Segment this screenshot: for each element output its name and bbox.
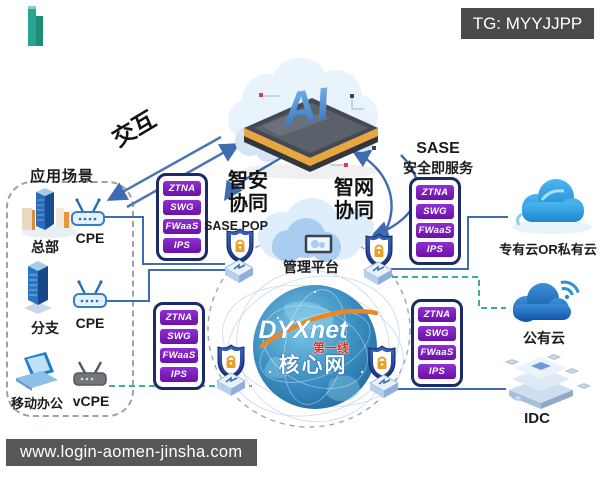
pill-fwaas: FWaaS	[418, 345, 456, 360]
sase-pop-label: SASE POP	[204, 219, 268, 233]
pill-ztna: ZTNA	[160, 310, 198, 325]
management-platform-label: 管理平台	[283, 259, 339, 275]
pill-swg: SWG	[160, 329, 198, 344]
sase-service-line1: SASE	[416, 140, 460, 157]
smart-network-collab-label: 智网 协同	[334, 177, 374, 222]
brand-sub: 第一线	[313, 340, 349, 355]
branch-label: 分支	[31, 320, 59, 336]
pill-ips: IPS	[418, 364, 456, 379]
corner-building-icon	[28, 6, 43, 46]
pill-ips: IPS	[160, 367, 198, 382]
sase-service-line2: 安全即服务	[403, 160, 473, 176]
shield-lock-icon	[226, 228, 254, 264]
laptop-icon	[16, 352, 58, 391]
brand-swoosh	[259, 308, 379, 349]
tg-watermark-badge: TG: MYYJJPP	[461, 8, 594, 39]
blue-links	[105, 216, 508, 390]
sase-stack-pop: ZTNA SWG FWaaS IPS	[156, 173, 208, 261]
pill-ips: IPS	[416, 242, 454, 257]
idc-icon	[505, 354, 591, 409]
sase-service-title: SASE 安全即服务	[388, 140, 488, 178]
smart-security-collab-label: 智安 协同	[228, 170, 268, 215]
hq-label: 总部	[31, 239, 59, 255]
pill-swg: SWG	[418, 326, 456, 341]
cpe-router-icon	[73, 280, 107, 308]
mobile-office-label: 移动办公	[10, 396, 63, 411]
pill-fwaas: FWaaS	[160, 348, 198, 363]
hq-buildings-icon	[22, 188, 78, 238]
ai-label: AI	[278, 77, 333, 135]
cpe-label: CPE	[75, 230, 105, 246]
vcpe-router-icon	[73, 361, 107, 386]
pill-swg: SWG	[416, 204, 454, 219]
cpe-router-icon	[71, 198, 105, 226]
pill-ztna: ZTNA	[163, 181, 201, 196]
vcpe-label: vCPE	[72, 393, 110, 409]
cpe-label: CPE	[75, 315, 105, 331]
brand-name: DYXnet	[259, 316, 350, 344]
idc-label: IDC	[524, 410, 550, 427]
ai-platform-icon: AI	[228, 58, 381, 179]
public-cloud-icon	[513, 280, 580, 322]
application-scenarios-box	[6, 181, 134, 417]
scenario-title: 应用场景	[30, 168, 95, 185]
pill-ips: IPS	[163, 238, 201, 253]
private-cloud-icon	[512, 179, 592, 234]
pop-node-icon	[224, 259, 254, 284]
pill-ztna: ZTNA	[418, 307, 456, 322]
core-network-globe: DYXnet 第一线 核心网	[222, 269, 404, 423]
management-cloud-icon	[258, 198, 374, 262]
core-network-label: 核心网	[279, 353, 348, 377]
public-cloud-label: 公有云	[523, 330, 565, 346]
core-orbit-circle	[207, 232, 411, 428]
pill-fwaas: FWaaS	[163, 219, 201, 234]
sase-stack-left-lower: ZTNA SWG FWaaS IPS	[153, 302, 205, 390]
shield-lock-icon	[368, 345, 396, 381]
sase-stack-service: ZTNA SWG FWaaS IPS	[409, 177, 461, 265]
private-cloud-label: 专有云OR私有云	[499, 242, 597, 257]
pill-ztna: ZTNA	[416, 185, 454, 200]
branch-building-icon	[24, 261, 52, 314]
circuit-decor	[262, 95, 364, 166]
url-watermark-bar: www.login-aomen-jinsha.com	[6, 439, 257, 466]
sase-stack-right-lower: ZTNA SWG FWaaS IPS	[411, 299, 463, 387]
pill-fwaas: FWaaS	[416, 223, 454, 238]
pill-swg: SWG	[163, 200, 201, 215]
pop-node-icon	[363, 261, 393, 286]
